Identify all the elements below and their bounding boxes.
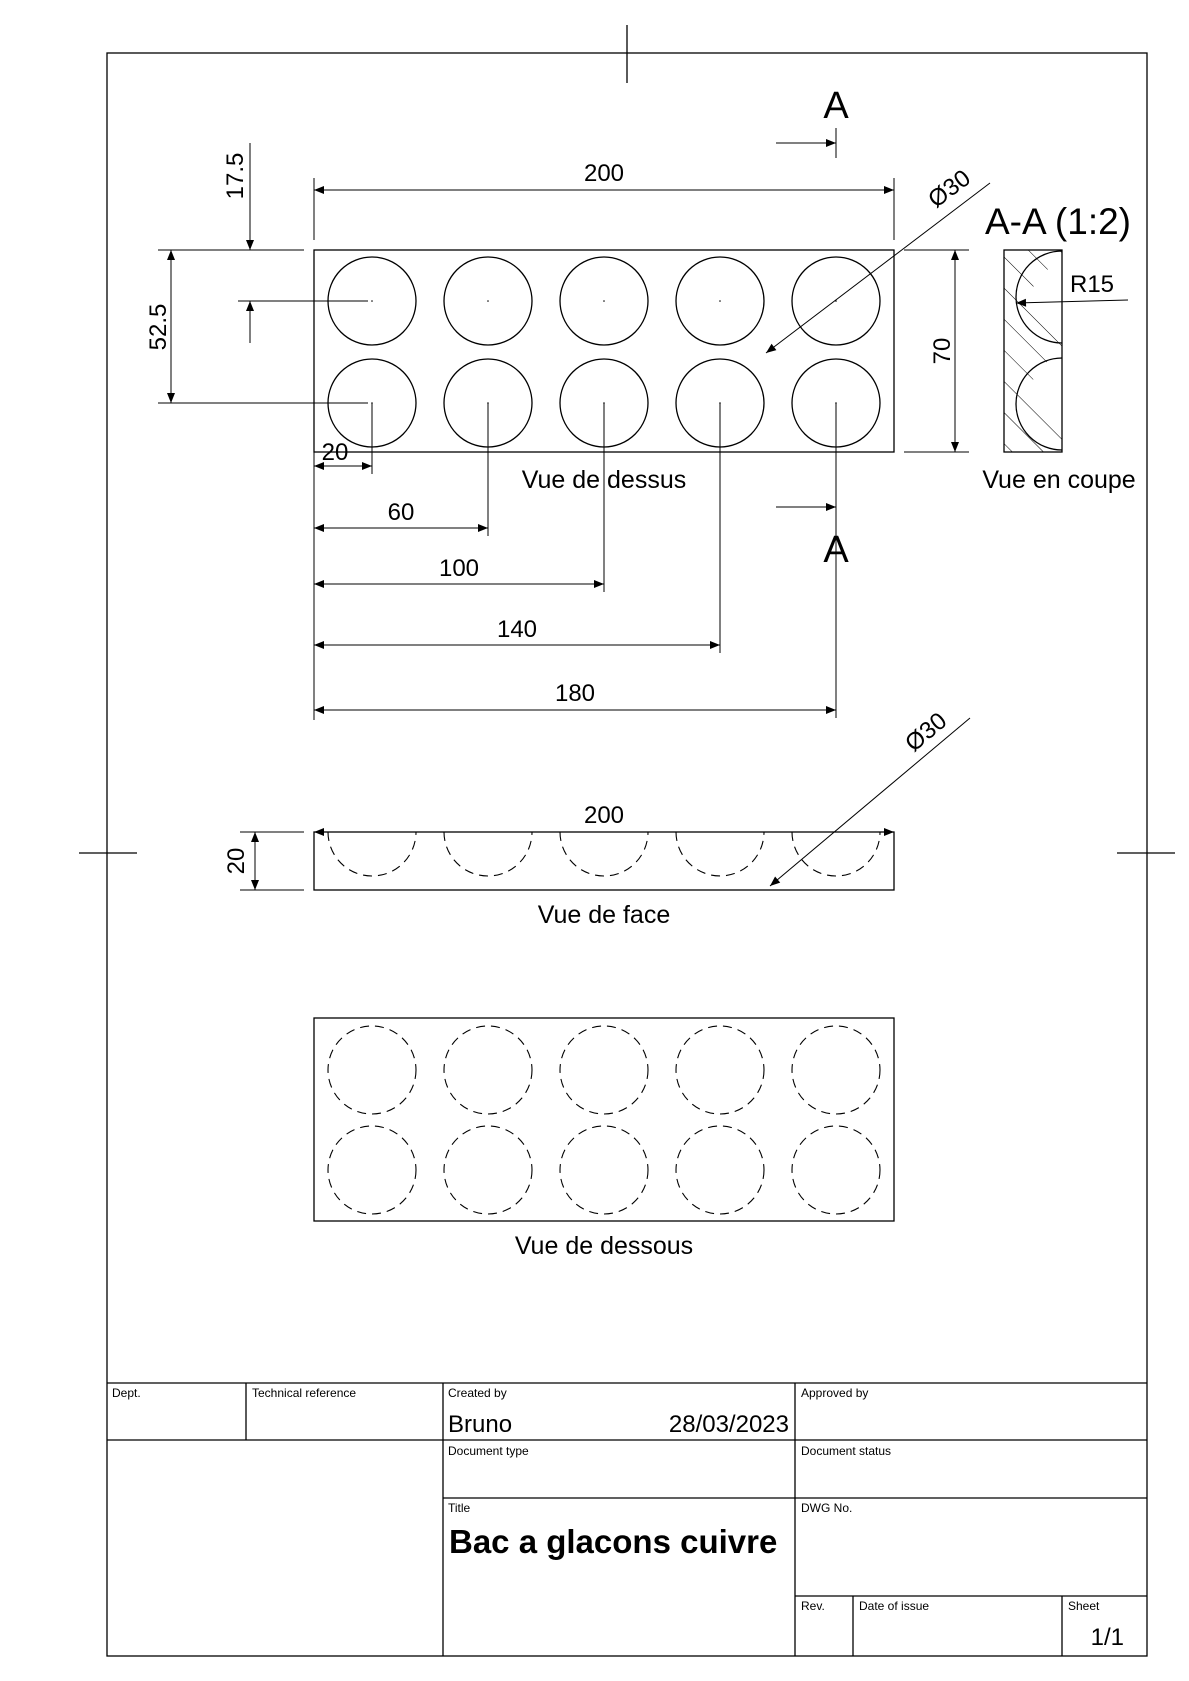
front-view-outline (313, 831, 895, 891)
cavity-center-1-4 (719, 300, 721, 302)
dim-x-label-180: 180 (555, 680, 595, 707)
bottom-hidden-cavity-2-1 (327, 1125, 417, 1215)
bottom-hidden-cavity-2-5 (791, 1125, 881, 1215)
tb-dept-label: Dept. (112, 1386, 141, 1400)
tb-created-date: 28/03/2023 (669, 1411, 789, 1438)
section-cavity-top (1015, 250, 1063, 344)
bottom-hidden-cavity-1-4 (675, 1025, 765, 1115)
dim-diameter-leader-top (765, 182, 991, 354)
dim-front-diameter-leader (769, 717, 971, 887)
front-view: 200 Ø30 20 Vue de face (223, 707, 971, 929)
tb-approved-by-label: Approved by (801, 1386, 868, 1400)
tb-doc-status-label: Document status (801, 1444, 891, 1458)
bottom-hidden-cavity-1-5 (791, 1025, 881, 1115)
dim-17-5-label: 17.5 (222, 153, 249, 200)
cavity-top-1-4 (675, 256, 765, 346)
front-hidden-cavity-2 (443, 831, 533, 877)
top-view-label: Vue de dessus (522, 466, 686, 494)
drawing-frame (106, 52, 1148, 1657)
x-position-dimensions: 20 60 100 140 180 (314, 403, 837, 718)
section-marker-top: A (823, 85, 849, 127)
bottom-hidden-cavity-2-2 (443, 1125, 533, 1215)
bottom-view: Vue de dessous (313, 1017, 895, 1260)
cavity-top-1-5 (791, 256, 881, 346)
dim-diameter-label-top: Ø30 (923, 165, 975, 214)
section-view-label: Vue en coupe (982, 466, 1135, 494)
bottom-hidden-cavity-1-2 (443, 1025, 533, 1115)
bottom-hidden-cavity-2-3 (559, 1125, 649, 1215)
dim-front-200-label: 200 (584, 802, 624, 829)
tb-rev-label: Rev. (801, 1599, 825, 1613)
tb-title-label: Title (448, 1501, 471, 1515)
tb-created-by: Bruno (448, 1411, 512, 1438)
tb-doc-type-label: Document type (448, 1444, 529, 1458)
section-cavity-bottom (1015, 357, 1063, 451)
dim-x-label-60: 60 (388, 499, 415, 526)
dim-200-label: 200 (584, 160, 624, 187)
dim-70-label: 70 (929, 338, 956, 365)
cavity-center-1-1 (371, 300, 373, 302)
bottom-view-cavities (327, 1025, 881, 1215)
bottom-view-label: Vue de dessous (515, 1232, 693, 1260)
front-view-cavities (327, 831, 881, 877)
cavity-center-1-2 (487, 300, 489, 302)
tb-sheet-label: Sheet (1068, 1599, 1100, 1613)
bottom-hidden-cavity-1-1 (327, 1025, 417, 1115)
section-title: A-A (1:2) (985, 201, 1131, 242)
tb-tech-ref-label: Technical reference (252, 1386, 356, 1400)
dim-20-label: 20 (223, 848, 250, 875)
tb-date-issue-label: Date of issue (859, 1599, 929, 1613)
front-view-label: Vue de face (538, 901, 671, 929)
dim-x-label-20: 20 (322, 439, 349, 466)
cavity-center-1-3 (603, 300, 605, 302)
tb-sheet: 1/1 (1091, 1624, 1124, 1651)
cavity-top-1-3 (559, 256, 649, 346)
section-outline (1003, 249, 1063, 453)
section-view: A-A (1:2) R15 Vue en coupe (982, 201, 1135, 494)
dim-x-label-100: 100 (439, 555, 479, 582)
cavity-top-1-2 (443, 256, 533, 346)
top-view-cavities (327, 256, 881, 448)
tb-title: Bac a glacons cuivre (449, 1523, 777, 1560)
dim-front-diameter-label: Ø30 (900, 707, 952, 757)
bottom-view-outline (313, 1017, 895, 1222)
front-hidden-cavity-3 (559, 831, 649, 877)
dim-radius-leader (1015, 298, 1129, 307)
dim-52-5-label: 52.5 (145, 304, 172, 351)
bottom-hidden-cavity-1-3 (559, 1025, 649, 1115)
tb-created-by-label: Created by (448, 1386, 507, 1400)
bottom-hidden-cavity-2-4 (675, 1125, 765, 1215)
section-hatch (1004, 250, 1062, 452)
tb-dwg-label: DWG No. (801, 1501, 852, 1515)
front-hidden-cavity-5 (791, 831, 881, 877)
dim-radius-label: R15 (1070, 271, 1114, 298)
front-hidden-cavity-1 (327, 831, 417, 877)
title-block: Dept. Technical reference Created by Bru… (107, 1382, 1147, 1656)
front-hidden-cavity-4 (675, 831, 765, 877)
dim-x-label-140: 140 (497, 616, 537, 643)
